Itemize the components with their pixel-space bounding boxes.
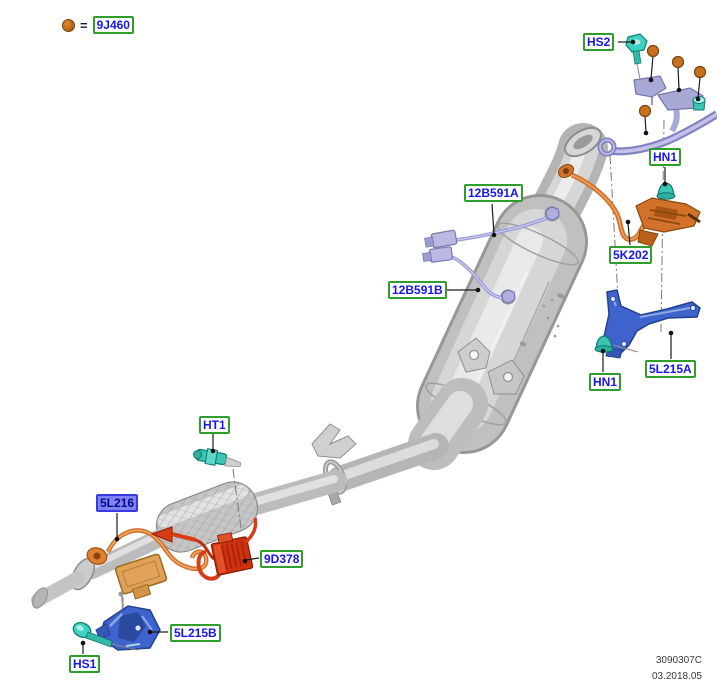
oxygen-sensor-wire-12b591a[interactable]: [424, 206, 560, 249]
5k202-sensor-tube[interactable]: [556, 162, 701, 247]
footer: 3090307C 03.2018.05: [622, 655, 702, 683]
legend-equals: =: [80, 17, 88, 33]
orange-fastener-dot-icon: [62, 18, 75, 32]
callout-hs1[interactable]: HS1: [69, 655, 101, 673]
callout-leader-lines: [80, 39, 674, 654]
oxygen-sensor-wire-12b591b[interactable]: [422, 246, 516, 305]
callout-9j460[interactable]: 9J460: [92, 16, 134, 34]
callout-12b591a[interactable]: 12B591A: [464, 184, 523, 202]
callout-5l215b[interactable]: 5L215B: [170, 624, 221, 642]
hn1-nut-upper[interactable]: [656, 182, 676, 200]
glow-plug-module[interactable]: [114, 553, 170, 602]
callout-hn1-bottom[interactable]: HN1: [589, 373, 622, 391]
callout-5l216-selected[interactable]: 5L216: [96, 494, 139, 512]
legend: = 9J460: [62, 16, 134, 34]
callout-hn1-top[interactable]: HN1: [649, 148, 682, 166]
5l215a-bracket[interactable]: [603, 289, 701, 359]
callout-5k202[interactable]: 5K202: [609, 246, 653, 264]
downpipe-catalyst-assembly[interactable]: [30, 122, 608, 610]
ht1-temperature-sensor[interactable]: [192, 446, 242, 469]
document-number: 3090307C: [655, 655, 702, 666]
revision-number: 03.2018.05: [651, 671, 702, 682]
hs2-bolt[interactable]: [625, 33, 648, 80]
hs2-tube-bracket-assembly[interactable]: [597, 75, 717, 157]
9d378-nox-sensor-module[interactable]: [150, 517, 258, 581]
callout-hs2[interactable]: HS2: [583, 33, 615, 51]
callout-ht1[interactable]: HT1: [199, 416, 230, 434]
callout-12b591b[interactable]: 12B591B: [388, 281, 447, 299]
callout-9d378[interactable]: 9D378: [260, 550, 304, 568]
fastener-markers-9j460: [638, 44, 707, 136]
hs1-bolt[interactable]: [71, 620, 139, 651]
callout-5l215a[interactable]: 5L215A: [645, 360, 696, 378]
